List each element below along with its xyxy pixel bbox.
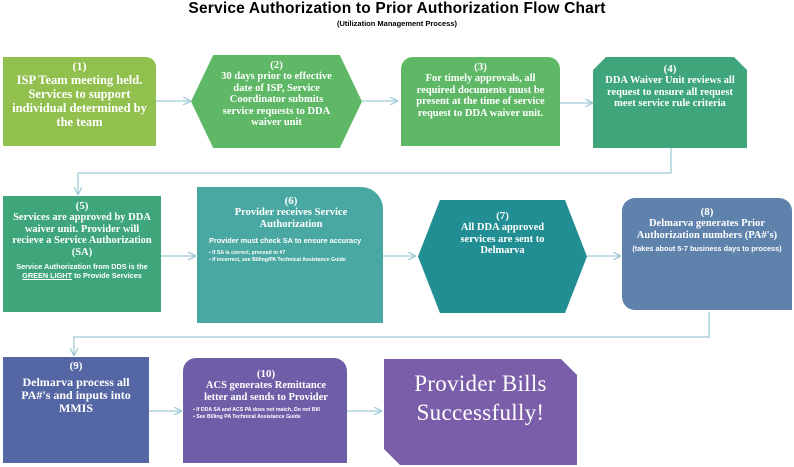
step-5-box: (5) Services are approved by DDA waiver … — [3, 196, 161, 312]
step-8-box: (8) Delmarva generates Prior Authorizati… — [622, 198, 792, 310]
step-7-number: (7) — [496, 210, 509, 222]
step-6-bullet: ▪ If SA is correct, proceed to #7 — [209, 250, 286, 256]
green-light-emphasis: GREEN LIGHT — [22, 271, 73, 280]
step-9-text: Delmarva process all PA#'s and inputs in… — [21, 375, 131, 415]
step-8-note: (takes about 5-7 business days to proces… — [632, 244, 782, 253]
step-9-number: (9) — [69, 360, 83, 372]
step-10-number: (10) — [256, 368, 276, 380]
step-6-bullet: ▪ If incorrect, see Billing/PA Technical… — [209, 257, 346, 263]
step-3-text: For timely approvals, all required docum… — [416, 73, 545, 119]
chart-title: Service Authorization to Prior Authoriza… — [188, 0, 606, 17]
step-6-bullets: ▪ If SA is correct, proceed to #7 ▪ If i… — [209, 250, 373, 264]
step-5-text: Services are approved by DDA waiver unit… — [12, 212, 152, 258]
step-1-box: (1) ISP Team meeting held. Services to s… — [3, 57, 156, 146]
step-7-box: (7) All DDA approved services are sent t… — [418, 200, 587, 313]
final-step-text: Provider Bills Successfully! — [414, 371, 547, 425]
step-9-box: (9) Delmarva process all PA#'s and input… — [3, 357, 149, 463]
step-4-number: (4) — [663, 63, 677, 75]
step-2-text: 30 days prior to effective date of ISP, … — [221, 71, 332, 128]
step-1-text: ISP Team meeting held. Services to suppo… — [12, 73, 147, 129]
arrow-8-9 — [74, 312, 710, 355]
step-6-text: Provider receives Service Authorization — [234, 207, 348, 230]
final-step-box: Provider Bills Successfully! — [384, 359, 577, 465]
step-5-note-end: to Provide Services — [72, 271, 142, 280]
step-6-note: Provider must check SA to ensure accurac… — [209, 236, 362, 245]
step-8-text: Delmarva generates Prior Authorization n… — [636, 218, 778, 241]
step-4-text: DDA Waiver Unit reviews all request to e… — [605, 75, 735, 109]
step-6-box: (6) Provider receives Service Authorizat… — [197, 187, 383, 323]
step-8-number: (8) — [700, 206, 714, 218]
step-10-text: ACS generates Remittance letter and send… — [204, 380, 328, 403]
step-2-number: (2) — [270, 59, 283, 71]
step-1-number: (1) — [72, 59, 87, 73]
chart-subtitle: (Utilization Management Process) — [336, 19, 458, 28]
step-6-number: (6) — [284, 195, 298, 207]
step-5-number: (5) — [75, 200, 89, 212]
step-3-box: (3) For timely approvals, all required d… — [401, 57, 560, 146]
step-10-bullets: ▪ If DDA SA and ACS PA does not match, D… — [193, 407, 339, 421]
step-5-note: Service Authorization from DDS is the GR… — [8, 262, 156, 280]
step-7-text: All DDA approved services are sent to De… — [460, 222, 545, 256]
step-5-note-start: Service Authorization from DDS is the — [16, 262, 148, 271]
step-10-bullet: ▪ If DDA SA and ACS PA does not match, D… — [193, 407, 320, 413]
step-2-box: (2) 30 days prior to effective date of I… — [191, 55, 362, 148]
step-3-number: (3) — [474, 61, 487, 73]
step-10-box: (10) ACS generates Remittance letter and… — [183, 358, 347, 463]
arrow-4-5 — [78, 148, 672, 194]
step-10-bullet: ▪ See Billing PA Technical Assistance Gu… — [193, 414, 301, 420]
step-4-box: (4) DDA Waiver Unit reviews all request … — [593, 57, 747, 148]
